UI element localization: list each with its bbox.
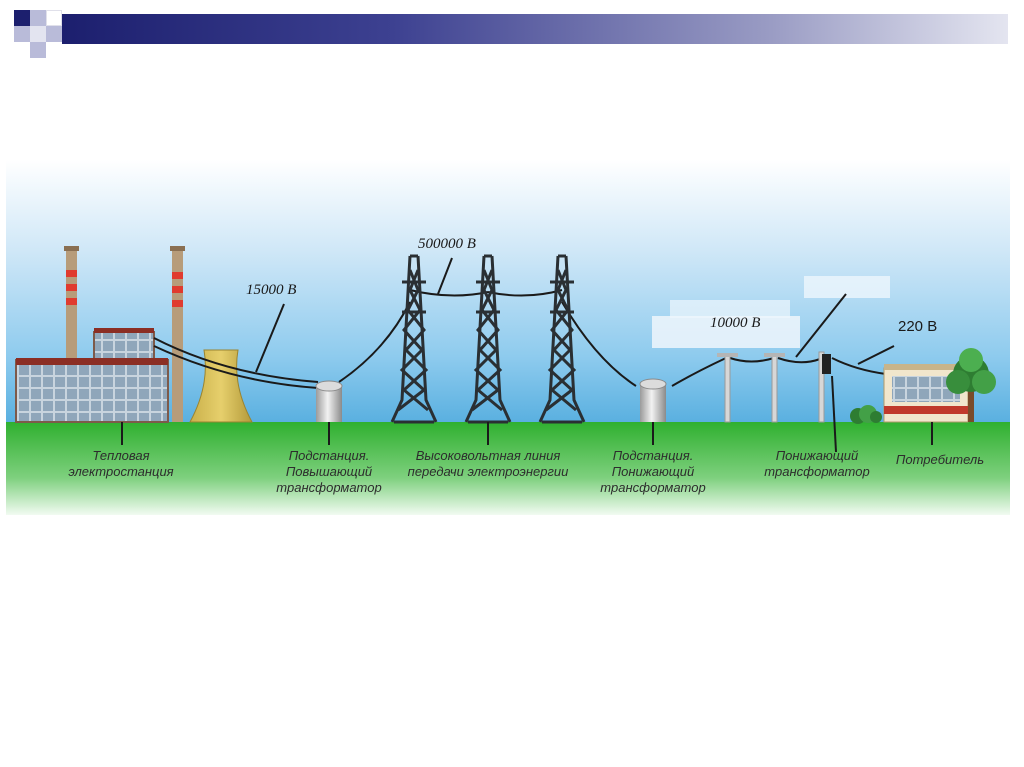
label-pole-transformer: Понижающий трансформатор (764, 448, 870, 479)
label-consumer: Потребитель (895, 452, 985, 467)
power-transmission-diagram: 15000 В 500000 В 10000 В 220 В Тепловая … (6, 160, 1010, 515)
header-square (30, 10, 46, 26)
header-square (46, 10, 62, 26)
header-bar (62, 14, 1008, 44)
high-voltage-towers (390, 254, 586, 424)
label-thermal-power-plant: Тепловая электростанция (68, 448, 174, 479)
step-down-substation-icon (639, 378, 667, 422)
tower-icon (390, 254, 438, 424)
header-square (30, 42, 46, 58)
tree-icon (946, 348, 996, 422)
ground (6, 422, 1010, 515)
voltage-label-10000: 10000 В (710, 315, 761, 331)
voltage-label-500000: 500000 В (418, 236, 476, 252)
header-square (14, 26, 30, 42)
label-high-voltage-line: Высоковольтная линия передачи электроэне… (407, 448, 569, 479)
voltage-label-220: 220 В (898, 318, 938, 335)
pole-transformer-icon (822, 354, 831, 374)
diagram-illustration (6, 160, 1010, 515)
label-step-up-substation: Подстанция. Повышающий трансформатор (276, 448, 382, 495)
slide-header (0, 0, 1024, 60)
header-square (30, 26, 46, 42)
bush-icon (850, 405, 882, 424)
step-up-substation-icon (315, 380, 343, 422)
header-square (46, 26, 62, 42)
distribution-poles (717, 351, 831, 423)
tower-icon (464, 254, 512, 424)
tower-icon (538, 254, 586, 424)
label-step-down-substation: Подстанция. Понижающий трансформатор (600, 448, 706, 495)
pointer-lines (121, 257, 933, 453)
thermal-power-plant-icon (15, 246, 185, 423)
voltage-label-15000: 15000 В (246, 282, 297, 298)
header-square (14, 10, 30, 26)
